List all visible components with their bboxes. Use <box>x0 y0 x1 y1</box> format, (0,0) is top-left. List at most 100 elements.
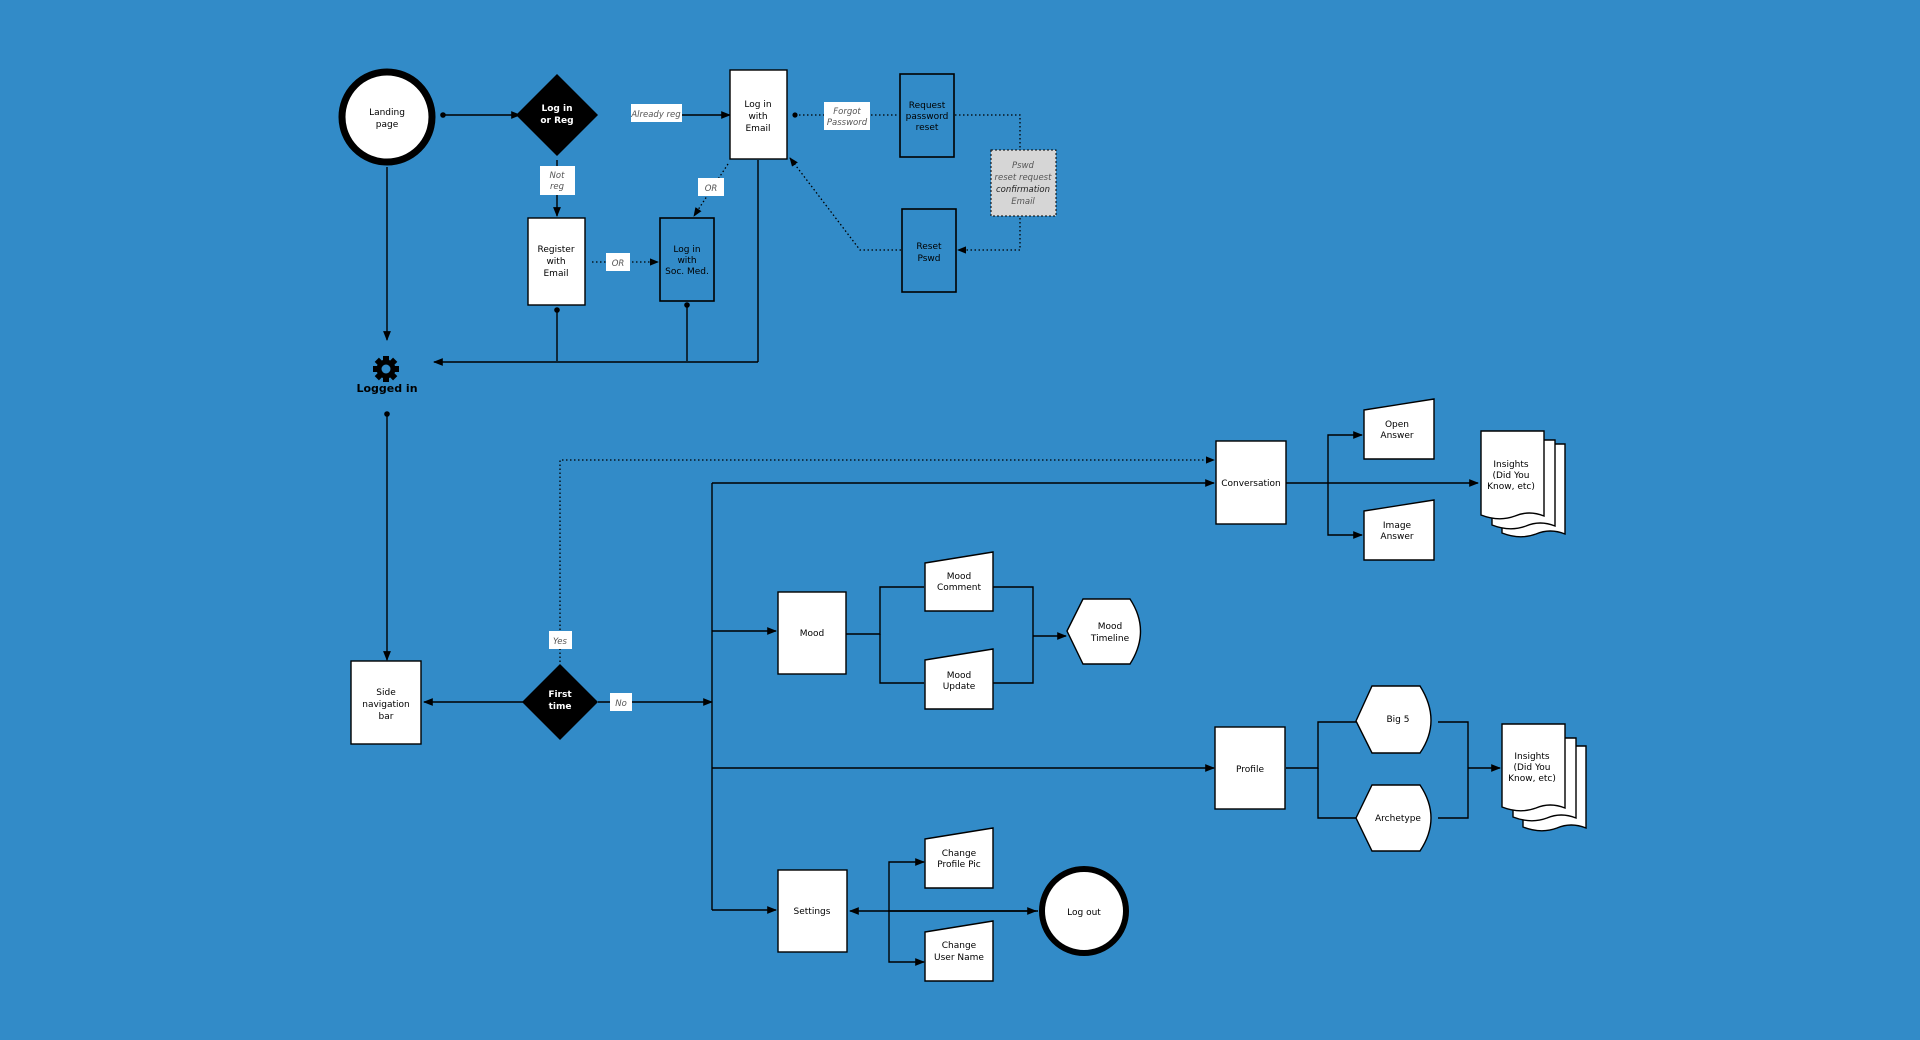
svg-text:OR: OR <box>705 184 718 194</box>
svg-text:Log out: Log out <box>1067 908 1101 918</box>
svg-text:Forgot: Forgot <box>833 107 861 117</box>
svg-text:with: with <box>748 112 767 122</box>
svg-text:Soc. Med.: Soc. Med. <box>665 267 709 277</box>
edge-label-or-2: OR <box>698 178 724 196</box>
svg-text:No: No <box>615 699 627 709</box>
svg-text:(Did You: (Did You <box>1492 471 1529 481</box>
svg-text:Answer: Answer <box>1380 431 1413 441</box>
svg-text:Log in: Log in <box>542 104 573 114</box>
edge-label-forgot-password: Forgot Password <box>824 102 870 130</box>
connectors <box>383 111 1501 966</box>
node-reset-pswd: Reset Pswd <box>901 208 957 293</box>
svg-text:(Did You: (Did You <box>1513 763 1550 773</box>
node-profile: Profile <box>1214 726 1286 810</box>
svg-text:OR: OR <box>612 259 625 269</box>
node-mood: Mood <box>777 591 847 675</box>
svg-text:Answer: Answer <box>1380 532 1413 542</box>
svg-text:Know, etc): Know, etc) <box>1487 482 1535 492</box>
node-image-answer: Image Answer <box>1363 499 1435 561</box>
node-first-time: First time <box>522 664 598 740</box>
svg-text:Mood: Mood <box>947 572 972 582</box>
svg-text:with: with <box>546 257 565 267</box>
svg-text:Log in: Log in <box>673 245 700 255</box>
svg-text:Email: Email <box>544 269 569 279</box>
svg-text:Conversation: Conversation <box>1221 479 1281 489</box>
node-mood-update: Mood Update <box>924 648 994 710</box>
svg-text:Mood: Mood <box>800 629 825 639</box>
svg-text:navigation: navigation <box>362 700 410 710</box>
svg-text:confirmation: confirmation <box>996 185 1050 195</box>
svg-text:Already reg: Already reg <box>630 110 681 120</box>
svg-text:time: time <box>549 702 572 712</box>
node-side-navigation-bar: Side navigation bar <box>350 660 422 745</box>
edge-labels: Already reg Not reg OR OR Forgot Passwor… <box>540 102 870 711</box>
node-change-user-name: Change User Name <box>924 920 994 982</box>
svg-text:Big 5: Big 5 <box>1387 715 1410 725</box>
svg-text:Landing: Landing <box>369 108 405 118</box>
svg-text:Pswd: Pswd <box>917 254 940 264</box>
gear-icon <box>373 356 399 382</box>
svg-text:Insights: Insights <box>1493 460 1528 470</box>
svg-text:reset request: reset request <box>995 173 1053 183</box>
node-reset-confirmation-email: Pswd reset request confirmation Email <box>990 149 1057 217</box>
node-log-out: Log out <box>1039 866 1129 956</box>
svg-text:Register: Register <box>537 245 574 255</box>
svg-text:Timeline: Timeline <box>1090 634 1130 644</box>
svg-text:Comment: Comment <box>937 583 982 593</box>
edge-label-yes: Yes <box>549 631 572 649</box>
node-insights-2: Insights (Did You Know, etc) <box>1501 723 1587 832</box>
svg-text:page: page <box>376 120 399 130</box>
svg-text:password: password <box>906 112 949 122</box>
svg-text:Email: Email <box>1011 197 1035 207</box>
svg-text:Open: Open <box>1385 420 1409 430</box>
edge-label-not-reg: Not reg <box>540 166 575 195</box>
svg-text:Not: Not <box>550 171 566 181</box>
node-archetype: Archetype <box>1355 784 1432 852</box>
svg-text:Change: Change <box>942 849 977 859</box>
svg-text:Side: Side <box>376 688 396 698</box>
svg-text:Email: Email <box>746 124 771 134</box>
svg-text:with: with <box>677 256 696 266</box>
node-open-answer: Open Answer <box>1363 398 1435 460</box>
svg-text:Password: Password <box>827 118 868 128</box>
node-insights-1: Insights (Did You Know, etc) <box>1480 430 1566 538</box>
node-request-password-reset: Request password reset <box>899 73 955 158</box>
svg-text:Request: Request <box>909 101 946 111</box>
svg-text:Log in: Log in <box>744 100 771 110</box>
svg-text:User Name: User Name <box>934 953 984 963</box>
edge-label-no: No <box>610 693 632 711</box>
svg-text:Know, etc): Know, etc) <box>1508 774 1556 784</box>
svg-text:reset: reset <box>916 123 939 133</box>
node-login-email: Log in with Email <box>729 69 788 160</box>
svg-text:Profile Pic: Profile Pic <box>937 860 981 870</box>
edge-label-or-1: OR <box>606 253 630 271</box>
edge-label-already-reg: Already reg <box>630 104 682 122</box>
svg-text:Mood: Mood <box>947 671 972 681</box>
svg-text:Profile: Profile <box>1236 765 1264 775</box>
node-change-profile-pic: Change Profile Pic <box>924 827 994 889</box>
svg-text:or Reg: or Reg <box>540 116 573 126</box>
node-settings: Settings <box>777 869 848 953</box>
node-mood-timeline: Mood Timeline <box>1066 598 1142 665</box>
node-mood-comment: Mood Comment <box>924 551 994 612</box>
svg-text:Pswd: Pswd <box>1012 161 1035 171</box>
svg-text:Yes: Yes <box>553 637 567 647</box>
svg-text:Settings: Settings <box>794 907 831 917</box>
node-login-or-reg: Log in or Reg <box>516 74 598 156</box>
svg-text:First: First <box>548 690 572 700</box>
svg-text:Reset: Reset <box>916 242 942 252</box>
svg-text:Insights: Insights <box>1514 752 1549 762</box>
node-landing-page: Landing page <box>338 68 436 166</box>
svg-text:Archetype: Archetype <box>1375 814 1421 824</box>
node-login-social: Log in with Soc. Med. <box>659 217 715 302</box>
node-big-5: Big 5 <box>1355 685 1432 754</box>
svg-text:Logged in: Logged in <box>356 382 417 395</box>
node-logged-in: Logged in <box>356 356 418 395</box>
svg-text:bar: bar <box>379 712 394 722</box>
svg-text:reg: reg <box>550 182 565 192</box>
svg-text:Update: Update <box>943 682 976 692</box>
node-register-email: Register with Email <box>527 217 586 306</box>
node-conversation: Conversation <box>1215 440 1287 525</box>
svg-text:Change: Change <box>942 941 977 951</box>
